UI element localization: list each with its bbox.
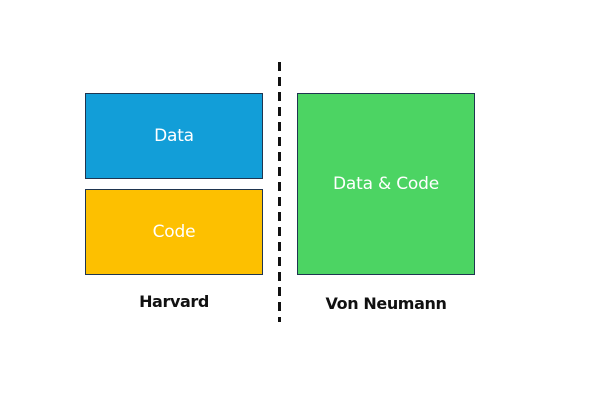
von-neumann-combined-label: Data & Code xyxy=(333,174,439,194)
harvard-code-label: Code xyxy=(152,222,196,242)
von-neumann-caption: Von Neumann xyxy=(325,294,447,313)
harvard-data-block: Data xyxy=(85,93,263,179)
harvard-caption: Harvard xyxy=(139,292,209,311)
harvard-data-label: Data xyxy=(154,126,194,146)
dashed-divider xyxy=(278,62,281,322)
harvard-code-block: Code xyxy=(85,189,263,275)
von-neumann-combined-block: Data & Code xyxy=(297,93,475,275)
